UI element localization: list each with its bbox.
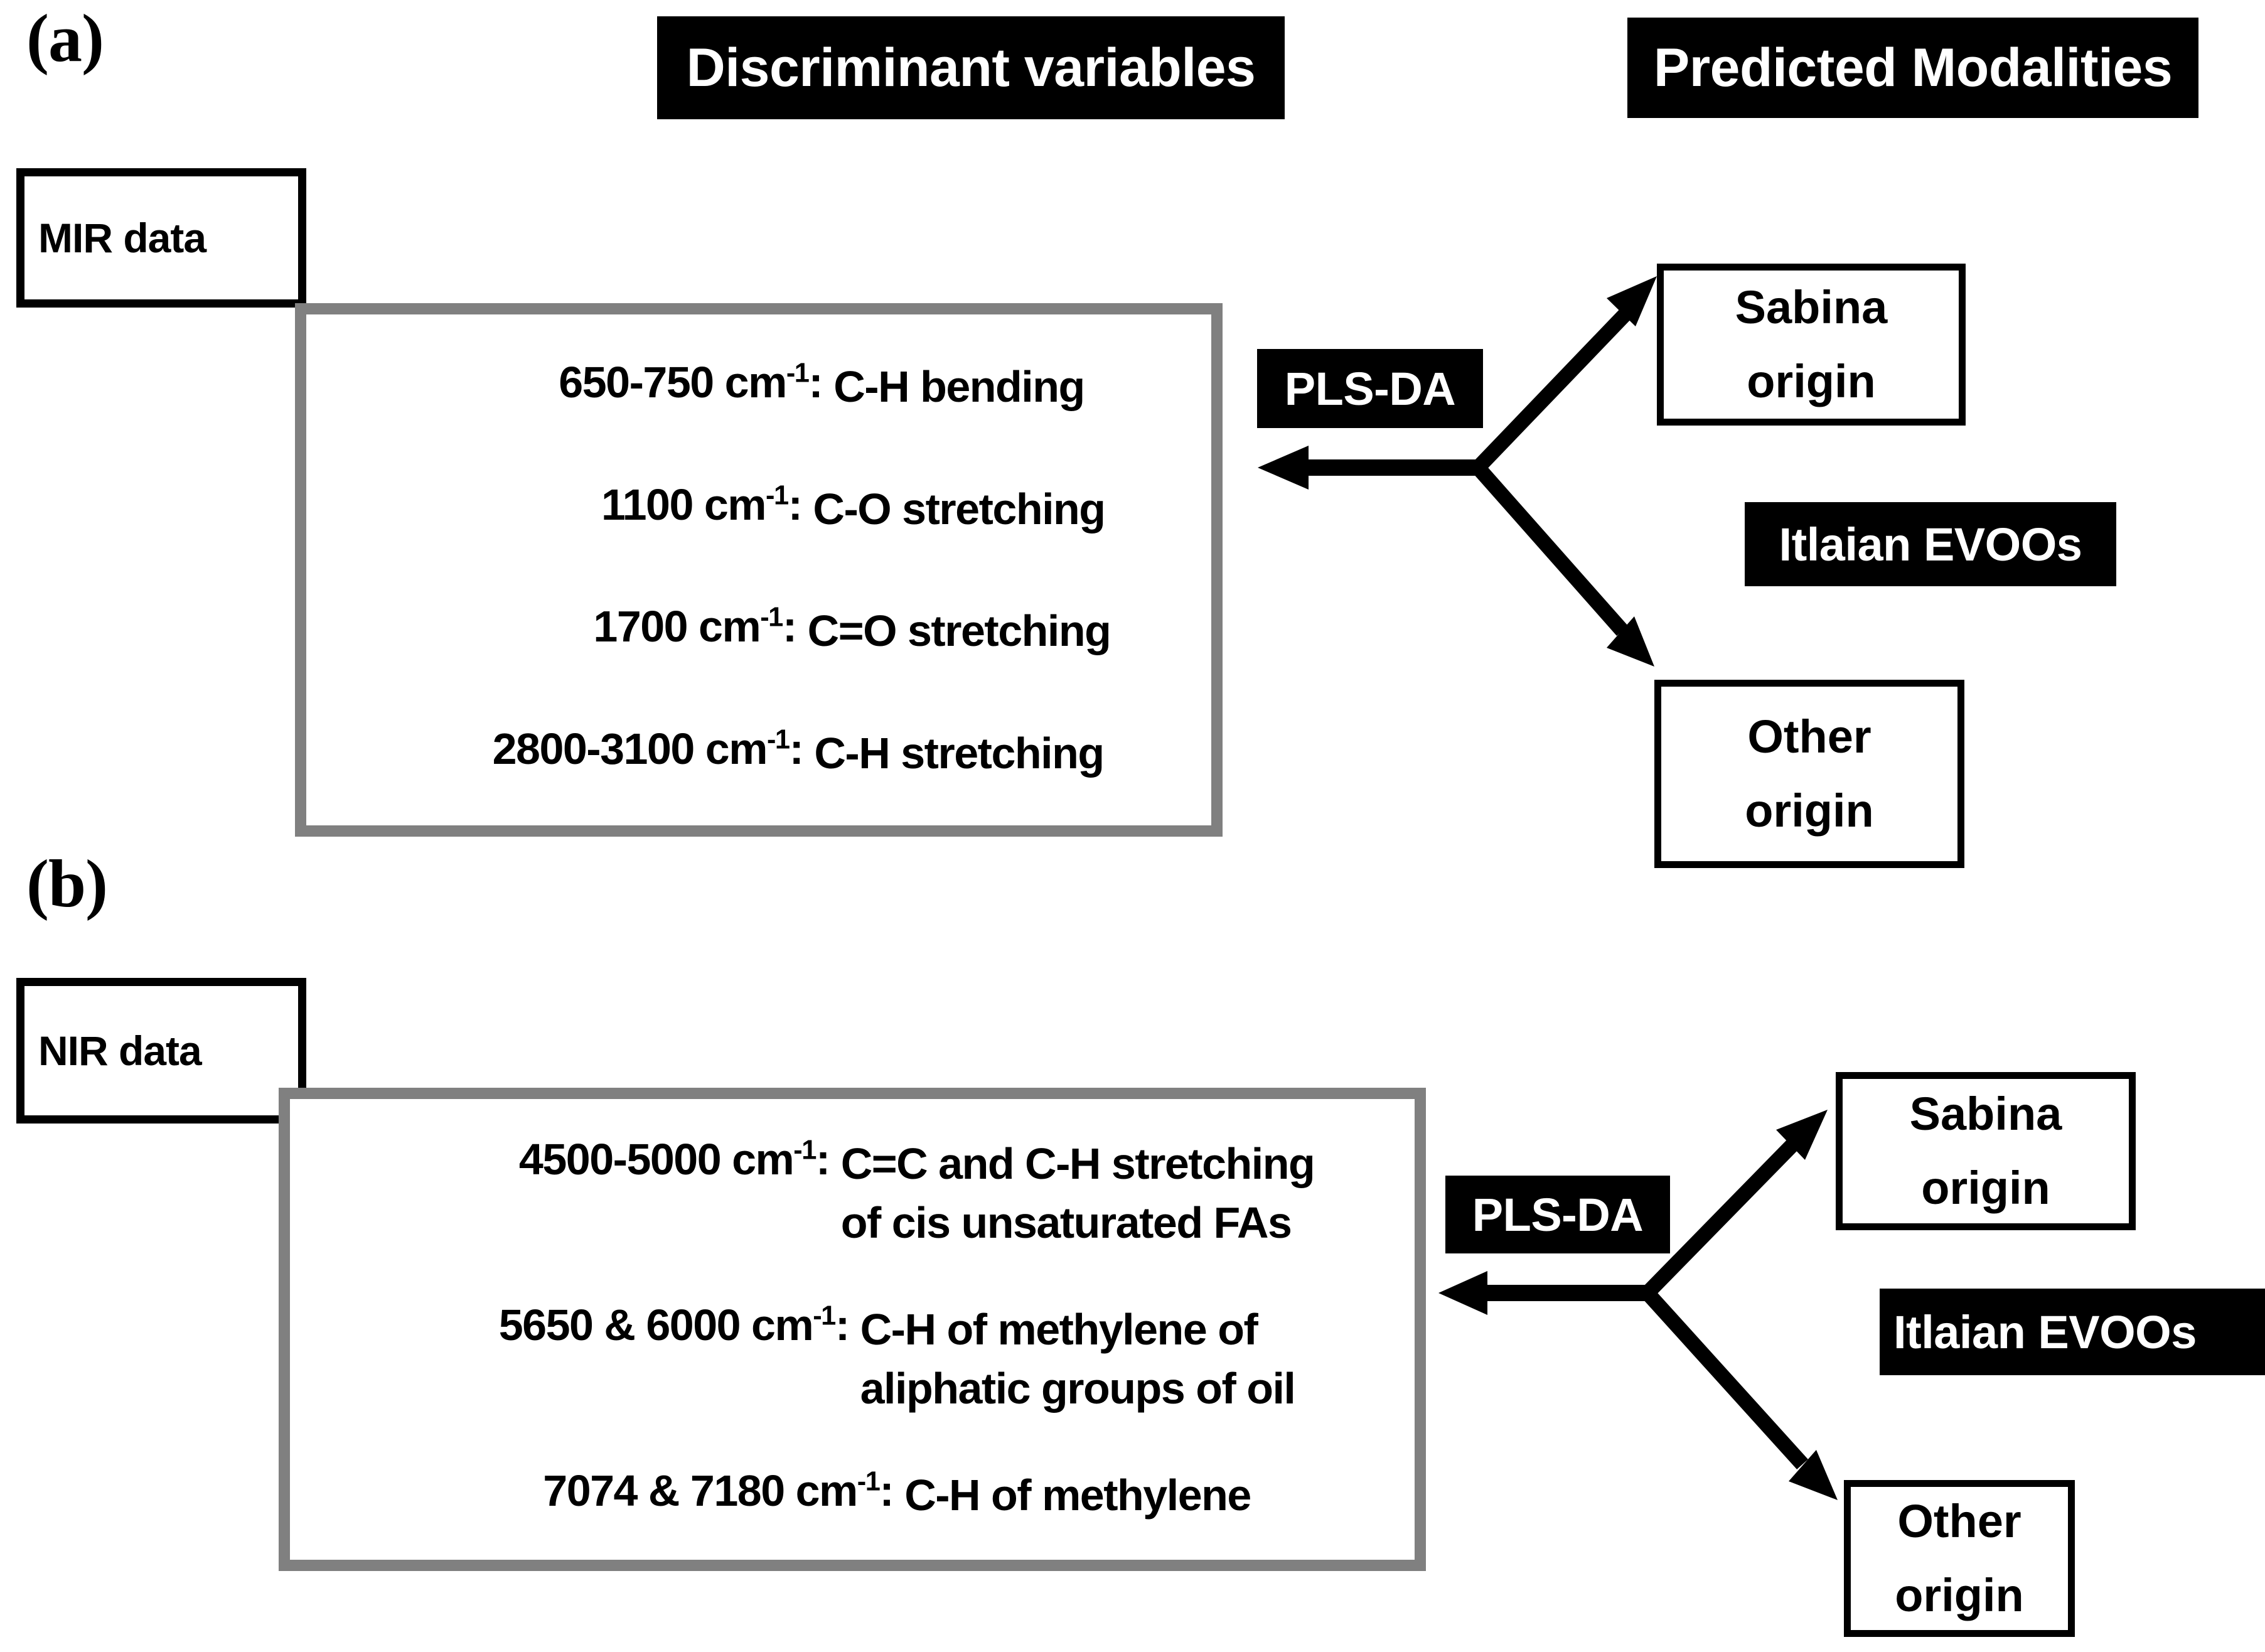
- outcome-line-1: Sabina: [1909, 1087, 2062, 1140]
- variable-band: 5650 & 6000 cm-1:: [498, 1300, 850, 1349]
- variable-row: 5650 & 6000 cm-1: C-H of methylene of al…: [290, 1300, 1415, 1419]
- variable-band: 1100 cm-1:: [601, 480, 803, 529]
- variable-row: 4500-5000 cm-1: C=C and C-H stretching o…: [290, 1134, 1415, 1253]
- arrow-head-left-a: [1258, 446, 1309, 490]
- branch-arrows-a: [1258, 276, 1657, 667]
- arrow-head-left-b: [1438, 1271, 1487, 1315]
- outcome-line-2: origin: [1921, 1162, 2050, 1214]
- data-source-box-mir: MIR data: [16, 168, 306, 308]
- branch-arrows-b: [1438, 1110, 1838, 1500]
- variable-description: C-H of methylene of aliphatic groups of …: [860, 1304, 1296, 1413]
- variable-description: C-H bending: [833, 362, 1085, 411]
- panel-b-letter: (b): [26, 847, 108, 921]
- header-discriminant-variables: Discriminant variables: [657, 16, 1285, 119]
- panel-a-letter: (a): [26, 1, 104, 76]
- variable-row: 1100 cm-1: C-O stretching: [306, 480, 1211, 539]
- variable-description: C=O stretching: [807, 606, 1111, 655]
- variable-band: 4500-5000 cm-1:: [518, 1134, 830, 1184]
- outcome-line-1: Sabina: [1735, 281, 1888, 333]
- variable-list-a: 650-750 cm-1: C-H bending 1100 cm-1: C-O…: [306, 314, 1211, 825]
- variable-row: 1700 cm-1: C=O stretching: [306, 601, 1211, 661]
- outcome-box-other-a: Other origin: [1654, 680, 1964, 868]
- variable-description: C-H stretching: [814, 728, 1105, 778]
- outcome-line-2: origin: [1745, 785, 1874, 837]
- discriminant-variables-panel-a: 650-750 cm-1: C-H bending 1100 cm-1: C-O…: [295, 303, 1223, 837]
- variable-band: 7074 & 7180 cm-1:: [543, 1466, 894, 1515]
- arrow-shaft-lower-a: [1472, 463, 1628, 636]
- variable-description: C-H of methylene: [904, 1470, 1251, 1520]
- variable-band: 650-750 cm-1:: [559, 358, 823, 407]
- variable-row: 2800-3100 cm-1: C-H stretching: [306, 724, 1211, 783]
- arrow-shaft-upper-b: [1642, 1138, 1799, 1299]
- variable-description: C=C and C-H stretching of cis unsaturate…: [840, 1139, 1315, 1248]
- method-label-plsda-b: PLS-DA: [1445, 1176, 1670, 1253]
- header-predicted-modalities: Predicted Modalities: [1627, 18, 2198, 118]
- variable-list-b: 4500-5000 cm-1: C=C and C-H stretching o…: [290, 1099, 1415, 1560]
- arrow-head-upper-a: [1607, 276, 1657, 326]
- outcome-line-2: origin: [1895, 1569, 2024, 1621]
- variable-band: 2800-3100 cm-1:: [492, 724, 804, 773]
- arrow-head-lower-a: [1607, 616, 1654, 667]
- outcome-box-sabina-a: Sabina origin: [1657, 264, 1966, 426]
- arrow-shaft-upper-a: [1472, 305, 1634, 473]
- data-source-box-nir: NIR data: [16, 978, 306, 1124]
- arrow-head-upper-b: [1776, 1110, 1828, 1160]
- arrow-shaft-lower-b: [1642, 1287, 1808, 1470]
- variable-row: 7074 & 7180 cm-1: C-H of methylene: [290, 1466, 1415, 1525]
- variable-band: 1700 cm-1:: [593, 602, 797, 651]
- class-label-italian-evoos-b: Itlaian EVOOs: [1880, 1289, 2265, 1375]
- variable-row: 650-750 cm-1: C-H bending: [306, 357, 1211, 417]
- outcome-line-1: Other: [1897, 1494, 2021, 1547]
- outcome-box-other-b: Other origin: [1844, 1480, 2075, 1637]
- outcome-box-sabina-b: Sabina origin: [1836, 1072, 2136, 1230]
- class-label-italian-evoos-a: Itlaian EVOOs: [1745, 502, 2116, 586]
- discriminant-variables-panel-b: 4500-5000 cm-1: C=C and C-H stretching o…: [279, 1088, 1426, 1571]
- variable-description: C-O stretching: [813, 484, 1106, 534]
- outcome-line-1: Other: [1747, 710, 1871, 763]
- arrow-head-lower-b: [1789, 1450, 1838, 1500]
- outcome-line-2: origin: [1747, 355, 1876, 407]
- method-label-plsda-a: PLS-DA: [1257, 349, 1483, 428]
